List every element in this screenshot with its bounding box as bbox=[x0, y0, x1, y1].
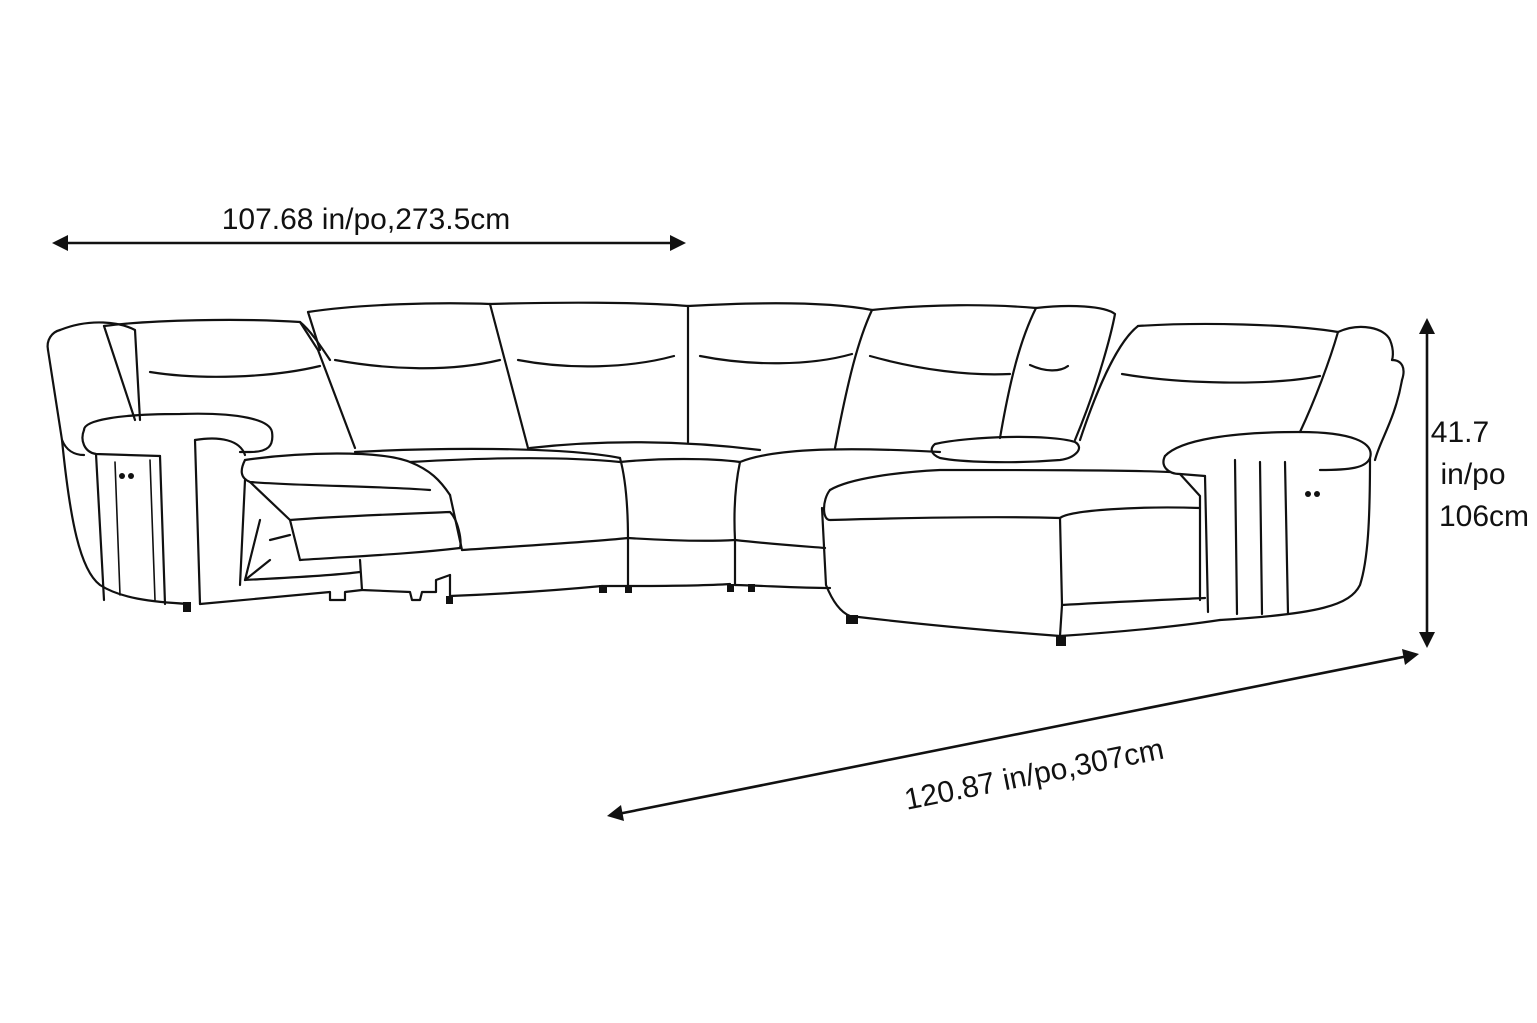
diagonal-width-line bbox=[617, 654, 1409, 816]
right-chaise-back bbox=[1078, 322, 1340, 442]
right-chaise-seat bbox=[820, 468, 1222, 638]
left-recliner-seat bbox=[198, 452, 462, 606]
left-recliner-button bbox=[119, 473, 125, 479]
foot bbox=[625, 585, 632, 593]
diagonal-width-label: 120.87 in/po,307cm bbox=[902, 733, 1167, 817]
height-dimension: 41.7 in/po 106cm bbox=[1419, 318, 1529, 648]
corner-wedge-seat bbox=[488, 301, 762, 588]
right-recliner-button bbox=[1305, 491, 1311, 497]
sofa-feet bbox=[183, 584, 1066, 646]
foot bbox=[846, 615, 858, 624]
top-width-arrow-right bbox=[670, 235, 686, 251]
right-recliner-button bbox=[1314, 491, 1320, 497]
top-width-dimension: 107.68 in/po,273.5cm bbox=[52, 203, 686, 251]
height-arrow-bottom bbox=[1419, 632, 1435, 648]
right-recliner-arm bbox=[1162, 325, 1405, 622]
diagonal-width-arrow-right bbox=[1402, 649, 1419, 665]
diagonal-width-dimension: 120.87 in/po,307cm bbox=[607, 649, 1419, 821]
sofa-drawing bbox=[46, 301, 1405, 646]
console-cupholder bbox=[930, 304, 1117, 464]
foot bbox=[1056, 635, 1066, 646]
middle-left-seat bbox=[306, 302, 630, 598]
diagonal-width-arrow-left bbox=[607, 805, 624, 821]
height-label-line3: 106cm bbox=[1439, 500, 1529, 533]
height-label-line1: 41.7 bbox=[1431, 416, 1489, 449]
left-recliner-arm bbox=[46, 321, 274, 606]
height-arrow-top bbox=[1419, 318, 1435, 334]
middle-right-seat bbox=[686, 302, 942, 590]
foot bbox=[727, 584, 734, 592]
height-label-line2: in/po bbox=[1440, 458, 1505, 491]
right-back-seat bbox=[868, 304, 1038, 440]
foot bbox=[446, 596, 453, 604]
foot bbox=[599, 585, 607, 593]
left-recliner-button bbox=[128, 473, 134, 479]
top-width-label: 107.68 in/po,273.5cm bbox=[222, 203, 511, 236]
foot bbox=[748, 584, 755, 592]
foot bbox=[183, 602, 191, 612]
top-width-arrow-left bbox=[52, 235, 68, 251]
